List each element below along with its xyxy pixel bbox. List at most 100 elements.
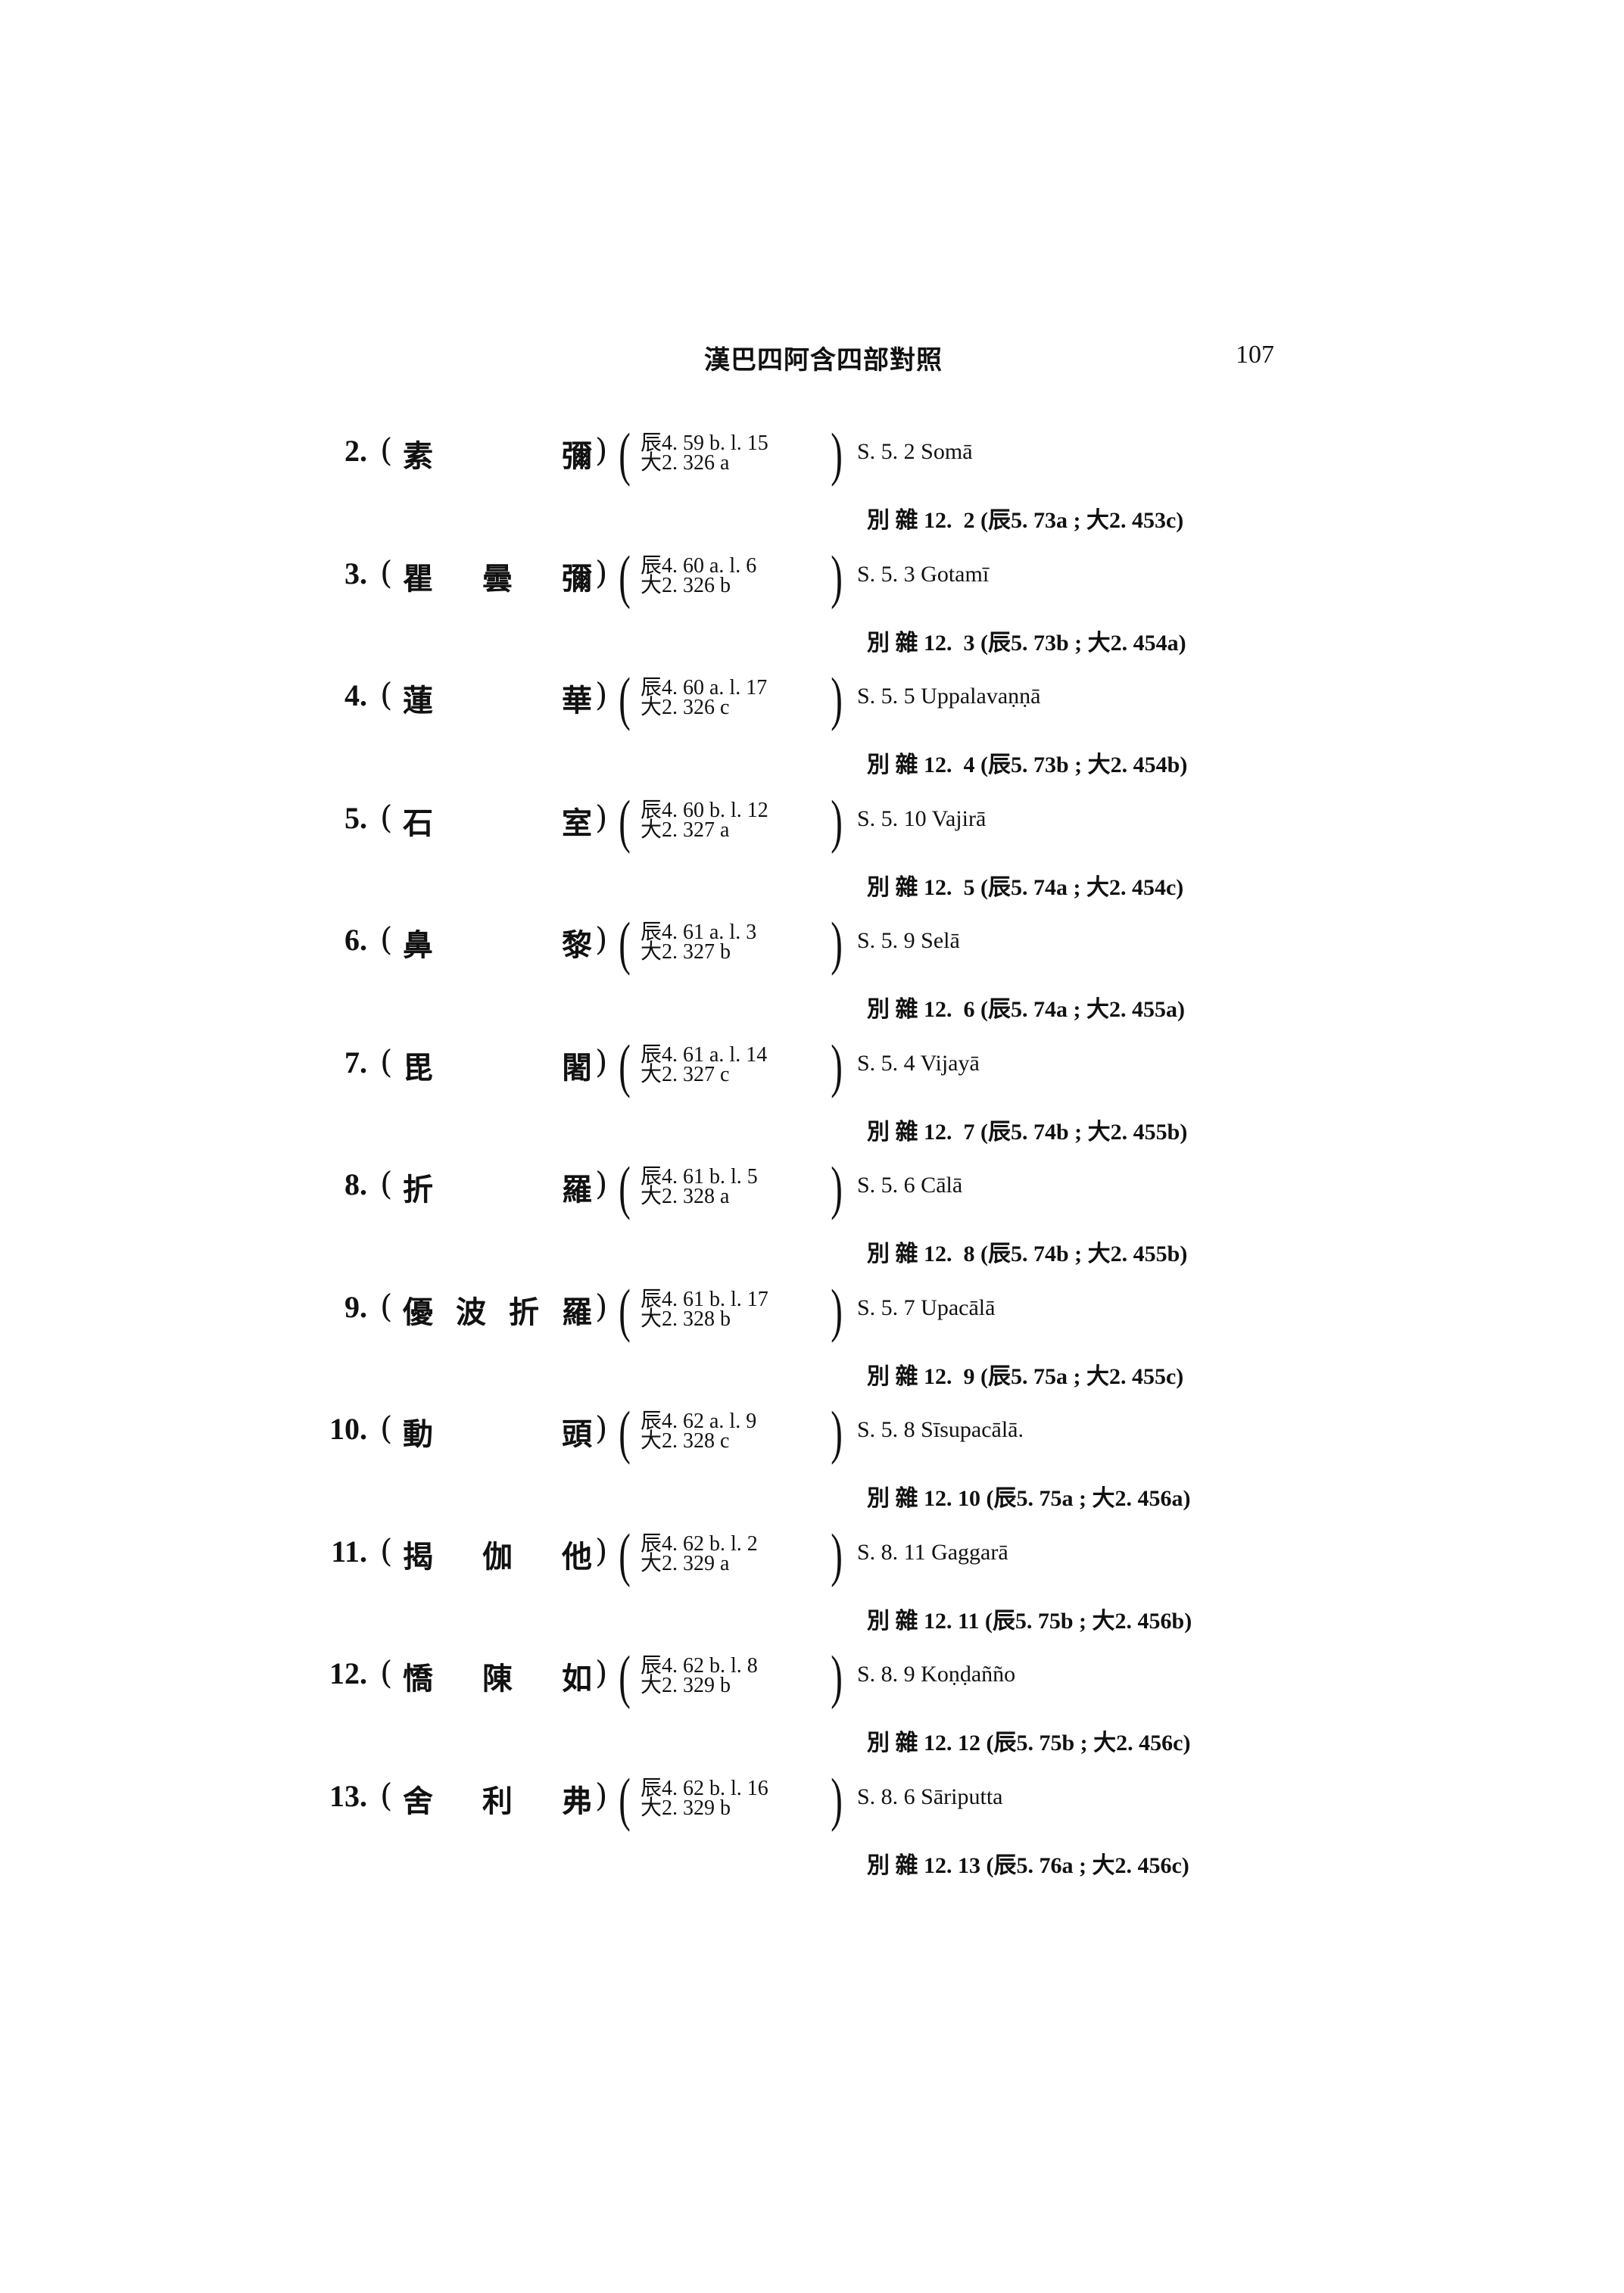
reference-brace: ( 辰4. 62 b. l. 2 大2. 329 a ) bbox=[619, 1521, 843, 1587]
reference-line-1: 辰4. 62 a. l. 9 bbox=[641, 1410, 757, 1433]
entry-row: 5. ( 石室 ) ( 辰4. 60 b. l. 12 大2. 327 a ) … bbox=[0, 790, 1624, 900]
name-char: 鼻 bbox=[403, 927, 433, 963]
alternate-reference: 別 雜 12. 13 (辰5. 76a ; 大2. 456c) bbox=[867, 1852, 1189, 1878]
entry-number: 7. bbox=[344, 1045, 367, 1080]
entry-number: 10. bbox=[329, 1412, 367, 1446]
chinese-title: 動頭 bbox=[403, 1410, 592, 1453]
entry-number: 3. bbox=[344, 556, 367, 590]
reference-brace: ( 辰4. 60 a. l. 17 大2. 326 c ) bbox=[619, 665, 843, 731]
name-char: 他 bbox=[562, 1538, 592, 1575]
reference-brace: ( 辰4. 61 a. l. 3 大2. 327 b ) bbox=[619, 910, 843, 976]
pali-sutta: S. 5. 6 Cālā bbox=[857, 1173, 963, 1198]
name-char: 舍 bbox=[403, 1783, 433, 1819]
entry-number: 2. bbox=[344, 434, 367, 468]
name-char: 羅 bbox=[562, 1294, 592, 1330]
chinese-title: 憍陳如 bbox=[403, 1654, 592, 1698]
name-char: 毘 bbox=[403, 1049, 433, 1086]
entry-row: 6. ( 鼻黎 ) ( 辰4. 61 a. l. 3 大2. 327 b ) S… bbox=[0, 913, 1624, 1023]
reference-brace: ( 辰4. 62 b. l. 16 大2. 329 b ) bbox=[619, 1765, 843, 1832]
name-char: 瞿 bbox=[403, 560, 433, 597]
chinese-title: 舍利弗 bbox=[403, 1777, 592, 1821]
reference-line-1: 辰4. 62 b. l. 8 bbox=[641, 1654, 758, 1678]
chinese-title: 優波折羅 bbox=[403, 1288, 592, 1332]
reference-line-2: 大2. 327 c bbox=[641, 1062, 730, 1086]
chinese-title: 瞿曇彌 bbox=[403, 554, 592, 598]
pali-sutta: S. 5. 7 Upacālā bbox=[857, 1294, 996, 1320]
alternate-reference: 別 雜 12. 12 (辰5. 75b ; 大2. 456c) bbox=[867, 1731, 1191, 1756]
name-char: 彌 bbox=[562, 438, 592, 474]
chinese-title: 素彌 bbox=[403, 431, 592, 475]
pali-sutta: S. 8. 11 Gaggarā bbox=[857, 1539, 1008, 1565]
open-paren: ( bbox=[380, 553, 393, 591]
chinese-title: 蓮華 bbox=[403, 676, 592, 720]
name-char: 闍 bbox=[562, 1049, 592, 1086]
alternate-reference: 別 雜 12. 7 (辰5. 74b ; 大2. 455b) bbox=[867, 1119, 1188, 1145]
pali-sutta: S. 5. 9 Selā bbox=[857, 928, 960, 953]
page-number: 107 bbox=[1236, 341, 1274, 369]
close-paren: ) bbox=[595, 431, 608, 469]
reference-brace: ( 辰4. 60 b. l. 12 大2. 327 a ) bbox=[619, 787, 843, 854]
open-paren: ( bbox=[380, 798, 393, 836]
pali-sutta: S. 5. 2 Somā bbox=[857, 439, 973, 464]
reference-line-1: 辰4. 59 b. l. 15 bbox=[641, 431, 768, 455]
open-paren: ( bbox=[380, 1531, 393, 1569]
name-char: 折 bbox=[509, 1294, 539, 1330]
reference-brace: ( 辰4. 61 a. l. 14 大2. 327 c ) bbox=[619, 1032, 843, 1098]
entry-number: 5. bbox=[344, 800, 367, 835]
name-char: 室 bbox=[562, 805, 592, 841]
name-char: 羅 bbox=[562, 1172, 592, 1207]
name-char: 黎 bbox=[562, 927, 592, 963]
reference-line-2: 大2. 327 a bbox=[641, 818, 730, 842]
alternate-reference: 別 雜 12. 4 (辰5. 73b ; 大2. 454b) bbox=[867, 752, 1188, 777]
open-paren: ( bbox=[380, 676, 393, 713]
entry-number: 8. bbox=[344, 1167, 367, 1201]
alternate-reference: 別 雜 12. 6 (辰5. 74a ; 大2. 455a) bbox=[867, 997, 1185, 1022]
reference-line-1: 辰4. 61 b. l. 5 bbox=[641, 1165, 758, 1189]
open-paren: ( bbox=[380, 1410, 393, 1447]
name-char: 陳 bbox=[482, 1661, 513, 1696]
name-char: 優 bbox=[403, 1294, 433, 1330]
reference-line-2: 大2. 328 a bbox=[641, 1185, 730, 1208]
entry-row: 2. ( 素彌 ) ( 辰4. 59 b. l. 15 大2. 326 a ) … bbox=[0, 424, 1624, 534]
chinese-title: 毘闍 bbox=[403, 1043, 592, 1087]
close-paren: ) bbox=[595, 1042, 608, 1080]
open-paren: ( bbox=[380, 1654, 393, 1691]
close-paren: ) bbox=[595, 1531, 608, 1569]
open-paren: ( bbox=[380, 431, 393, 469]
reference-line-1: 辰4. 61 a. l. 14 bbox=[641, 1042, 768, 1067]
reference-line-2: 大2. 327 b bbox=[641, 940, 731, 964]
reference-line-2: 大2. 326 b bbox=[641, 573, 731, 597]
alternate-reference: 別 雜 12. 2 (辰5. 73a ; 大2. 453c) bbox=[867, 508, 1184, 533]
entry-number: 13. bbox=[329, 1778, 367, 1813]
name-char: 彌 bbox=[562, 560, 592, 597]
name-char: 頭 bbox=[562, 1416, 592, 1452]
chinese-title: 揭伽他 bbox=[403, 1532, 592, 1576]
reference-brace: ( 辰4. 62 a. l. 9 大2. 328 c ) bbox=[619, 1399, 843, 1465]
alternate-reference: 別 雜 12. 3 (辰5. 73b ; 大2. 454a) bbox=[867, 630, 1186, 656]
close-paren: ) bbox=[595, 676, 608, 713]
pali-sutta: S. 5. 10 Vajirā bbox=[857, 805, 987, 831]
reference-line-1: 辰4. 61 b. l. 17 bbox=[641, 1287, 768, 1311]
open-paren: ( bbox=[380, 1042, 393, 1080]
pali-sutta: S. 5. 5 Uppalavaṇṇā bbox=[857, 684, 1041, 709]
chinese-title: 鼻黎 bbox=[403, 921, 592, 964]
entry-row: 11. ( 揭伽他 ) ( 辰4. 62 b. l. 2 大2. 329 a )… bbox=[0, 1524, 1624, 1634]
reference-line-1: 辰4. 61 a. l. 3 bbox=[641, 921, 757, 944]
reference-line-2: 大2. 329 b bbox=[641, 1796, 731, 1820]
entry-number: 9. bbox=[344, 1289, 367, 1324]
entry-row: 10. ( 動頭 ) ( 辰4. 62 a. l. 9 大2. 328 c ) … bbox=[0, 1402, 1624, 1512]
name-char: 曇 bbox=[482, 560, 513, 597]
close-paren: ) bbox=[595, 921, 608, 958]
running-header: 漢巴四阿含四部對照 bbox=[704, 345, 943, 375]
name-char: 華 bbox=[562, 683, 592, 718]
close-paren: ) bbox=[595, 1287, 608, 1325]
alternate-reference: 別 雜 12. 8 (辰5. 74b ; 大2. 455b) bbox=[867, 1242, 1188, 1266]
name-char: 動 bbox=[403, 1416, 433, 1452]
reference-line-2: 大2. 329 b bbox=[641, 1674, 731, 1697]
name-char: 素 bbox=[403, 438, 433, 474]
close-paren: ) bbox=[595, 1410, 608, 1447]
open-paren: ( bbox=[380, 1287, 393, 1325]
name-char: 波 bbox=[456, 1294, 486, 1330]
open-paren: ( bbox=[380, 1776, 393, 1814]
entry-row: 12. ( 憍陳如 ) ( 辰4. 62 b. l. 8 大2. 329 b )… bbox=[0, 1647, 1624, 1756]
